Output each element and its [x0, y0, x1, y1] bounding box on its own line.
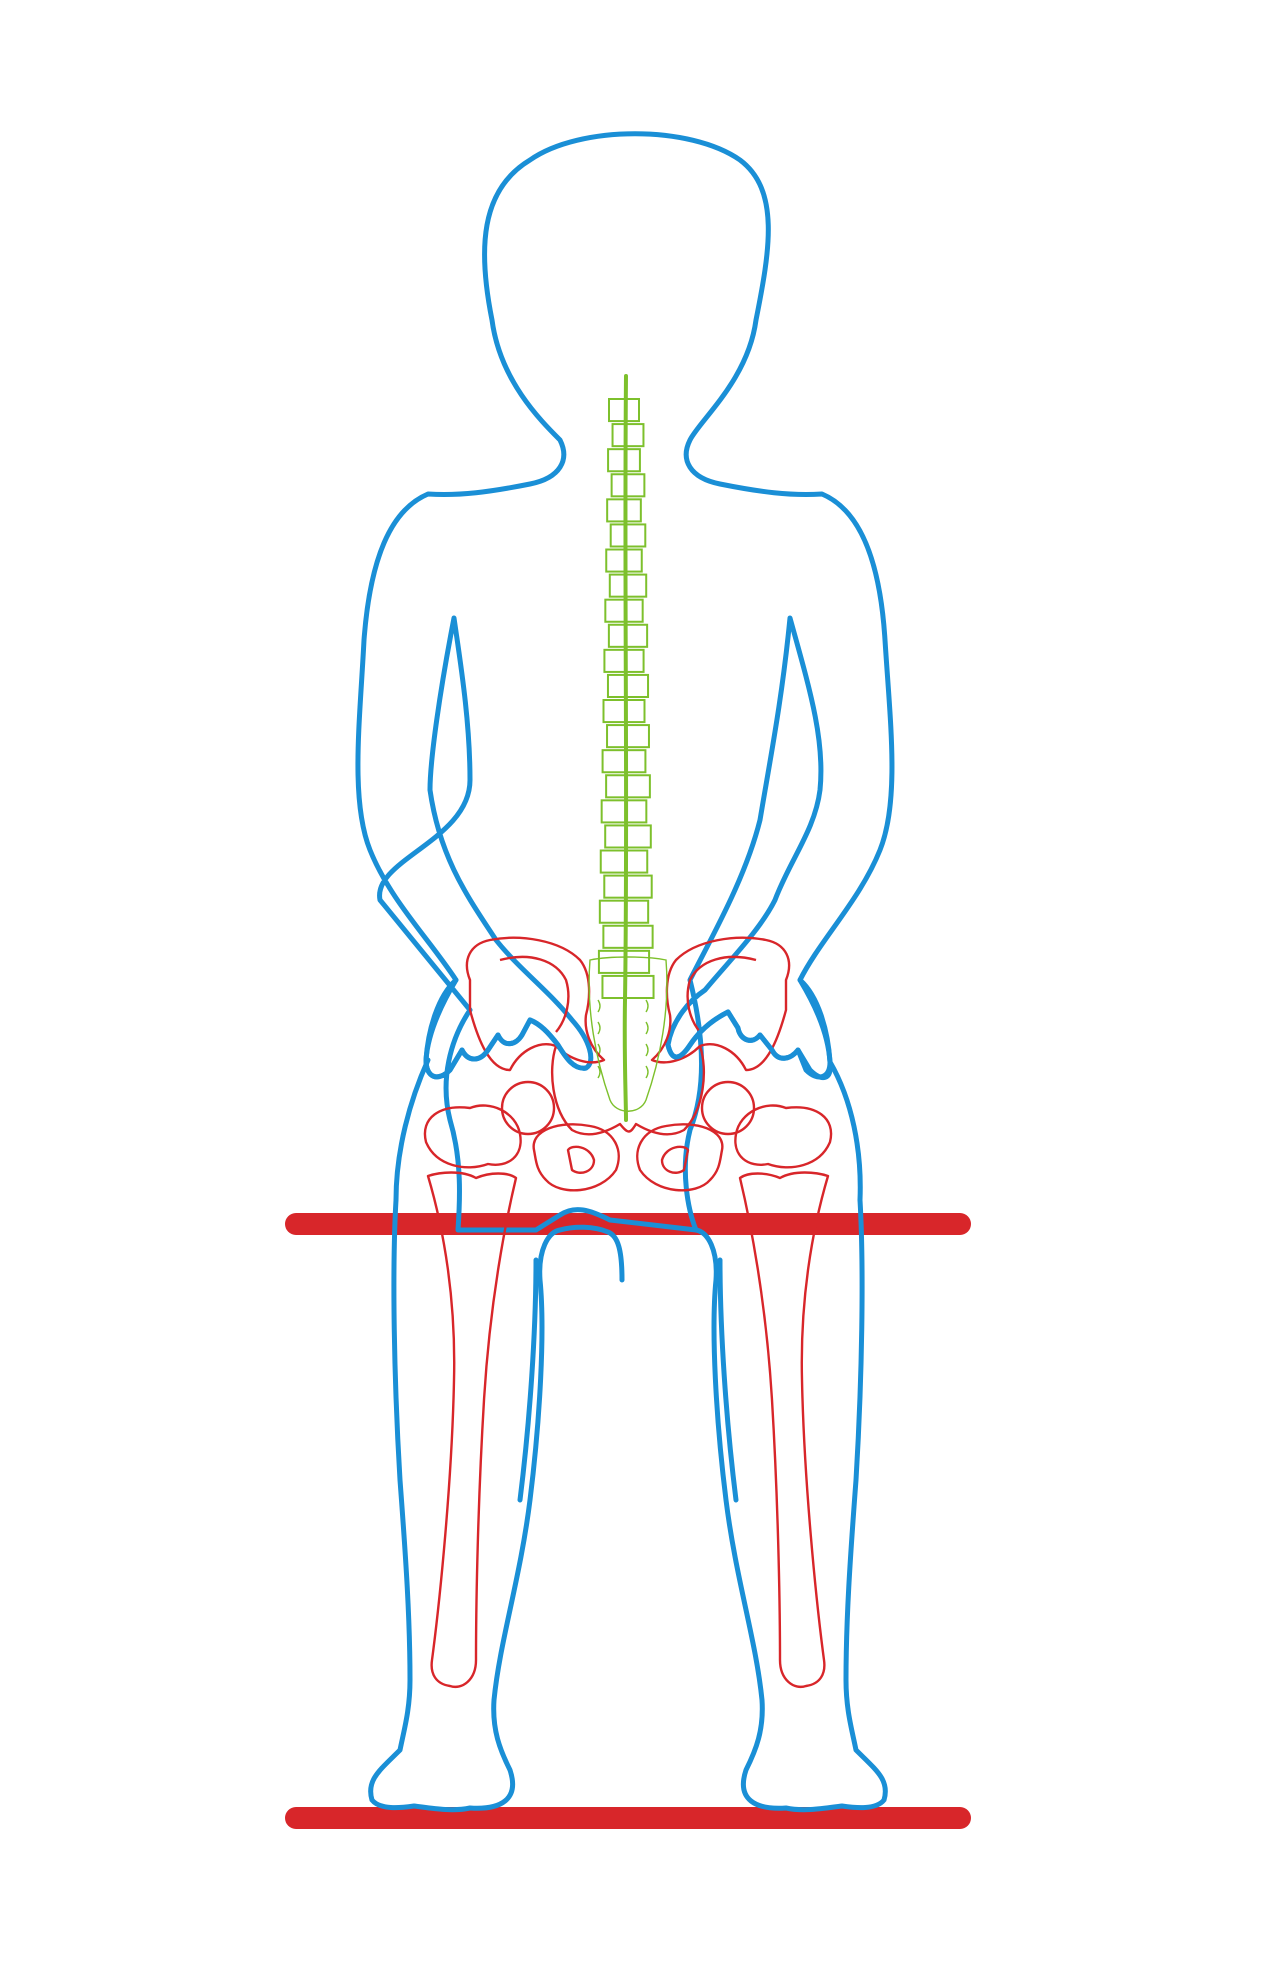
right-iliac-inner	[686, 955, 757, 1033]
left-hand-outline	[423, 977, 589, 1080]
vertebra	[600, 799, 648, 824]
sacral-foramen	[645, 1021, 649, 1035]
left-iliac-inner	[499, 955, 570, 1033]
pubic-bone	[550, 1045, 706, 1136]
left-acetabulum	[500, 1080, 556, 1136]
right-hand-outline	[665, 977, 833, 1080]
right-iliac-bone	[650, 936, 791, 1072]
vertebra	[602, 924, 654, 949]
vertebra	[606, 673, 650, 699]
vertebra	[608, 573, 648, 598]
left-leg-outline	[368, 1197, 625, 1813]
vertebra	[611, 423, 645, 448]
vertebra	[603, 874, 653, 899]
left-femur	[426, 1171, 518, 1689]
vertebra	[607, 623, 649, 648]
left-iliac-bone	[465, 936, 606, 1072]
sacral-foramen	[645, 1043, 649, 1057]
right-femoral-head	[734, 1104, 833, 1169]
left-hip-socket	[532, 1123, 620, 1192]
vertebra	[606, 724, 650, 749]
right-acetabulum	[700, 1080, 756, 1136]
right-obturator	[660, 1145, 690, 1174]
vertebra	[609, 523, 647, 548]
sacral-foramen	[645, 1065, 649, 1079]
vertebra	[601, 749, 647, 774]
body-outline	[355, 131, 895, 1813]
spine-center-line	[622, 374, 629, 1122]
right-leg-outline	[693, 1197, 888, 1813]
left-obturator	[566, 1145, 596, 1174]
right-hip-socket	[636, 1123, 724, 1192]
hips-outline	[393, 1057, 431, 1203]
vertebra	[610, 473, 646, 498]
hips-outline-right	[827, 1059, 863, 1203]
left-femoral-head	[423, 1104, 522, 1169]
sacral-foramen	[597, 999, 601, 1013]
pelvis-and-leg-bones	[423, 936, 833, 1689]
spine	[597, 374, 655, 1122]
sacral-foramen	[597, 1021, 601, 1035]
right-femur	[738, 1171, 830, 1689]
sacral-foramen	[645, 999, 649, 1013]
vertebra	[601, 974, 655, 1000]
sacrum	[588, 956, 668, 1112]
hands	[423, 977, 833, 1080]
inner-thigh-outline	[517, 1257, 539, 1503]
inner-thigh-outline-right	[717, 1257, 739, 1503]
sacral-foramen	[597, 1065, 601, 1079]
